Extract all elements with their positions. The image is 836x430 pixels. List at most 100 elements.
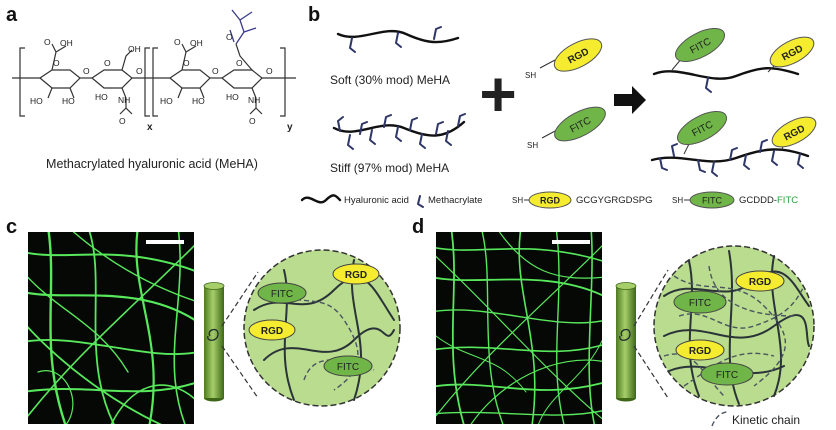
methacrylate-mark [347, 134, 354, 150]
fiber [28, 326, 162, 424]
atom-o-link-3: O [212, 66, 219, 76]
fiber [72, 232, 194, 302]
legend-ha-label: Hyaluronic acid [344, 195, 409, 206]
fitc-ellipse [323, 355, 373, 377]
fiber [470, 359, 602, 424]
rgd-label: RGD [749, 277, 771, 288]
cylinder-top [203, 282, 225, 290]
legend-sh-label-1: SH [512, 196, 523, 205]
fitc-label: FITC [271, 289, 293, 300]
fitc-ellipse [554, 106, 606, 142]
atom-o-link-2: O [136, 66, 143, 76]
atom-o-ring-4: O [236, 58, 243, 68]
stiff-methacrylates [337, 113, 466, 150]
ring-3-substituents [177, 87, 205, 99]
atom-ho-1: HO [30, 96, 43, 106]
fiber [436, 382, 602, 391]
panel-c: c [6, 216, 401, 424]
atom-oh-1: OH [60, 38, 73, 48]
fiber-micrograph-c [28, 232, 194, 424]
methacrylate-mark [743, 154, 750, 170]
methacrylate-mark [705, 77, 712, 93]
carboxyl-2 [181, 43, 197, 71]
panel-d: d [412, 216, 815, 427]
methacrylate-mark [369, 129, 376, 145]
ring-glucosamine-1 [90, 69, 133, 89]
methacrylate-group [229, 9, 257, 45]
zoom-network-c: FITC RGD RGD FITC [243, 249, 401, 407]
methacrylate-mark [419, 133, 426, 149]
cylinder-body [616, 286, 636, 398]
methacrylate-mark [445, 130, 452, 146]
kinetic-chain-legend: Kinetic chain [711, 411, 800, 427]
fiber [436, 247, 602, 262]
rgd-ellipse [332, 263, 380, 285]
cylinder-chain-mark [207, 328, 219, 341]
fiber-cylinder-d [615, 269, 669, 402]
fiber-micrograph-d [436, 232, 602, 424]
sh-label: SH [525, 71, 536, 80]
fitc-ellipse [673, 290, 727, 314]
methacrylate-mark [433, 26, 442, 40]
panel-label-b: b [308, 4, 320, 26]
fiber [173, 232, 186, 424]
atom-o-2: O [174, 37, 181, 47]
panel-a: a [6, 4, 296, 171]
sh-rgd-peptide: RGD SH [525, 38, 603, 80]
rgd-ellipse [248, 319, 296, 341]
legend-fitc-sequence: GCDDD-FITC [739, 195, 798, 206]
sh-linker [541, 129, 558, 139]
scale-bar [552, 240, 590, 244]
fitc-ellipse [700, 362, 754, 386]
kinetic-chain [683, 352, 775, 387]
atom-nh-1: NH [118, 95, 130, 105]
fiber [498, 232, 602, 279]
atom-ho-2: HO [62, 96, 75, 106]
micrograph-fibers [28, 232, 194, 424]
fiber [538, 339, 602, 424]
fiber [436, 245, 602, 417]
ch2-linker [235, 43, 253, 71]
zoom-line-top [633, 269, 669, 327]
ring-glucosamine-2 [220, 69, 263, 89]
soft-meha-label: Soft (30% mod) MeHA [330, 73, 450, 87]
methacrylate-mark [457, 113, 466, 127]
atom-oh-2: OH [128, 44, 141, 54]
legend-ha-glyph [300, 194, 342, 204]
zoom-line-top [221, 271, 259, 327]
fitc-ellipse [677, 110, 727, 146]
stiff-meha-label: Stiff (97% mod) MeHA [330, 161, 449, 175]
scale-bar [146, 240, 184, 244]
cylinder-top [615, 282, 637, 290]
legend-methacrylate-label: Methacrylate [428, 195, 482, 206]
sh-label: SH [527, 141, 538, 150]
product-soft: FITC RGD [652, 27, 815, 93]
zoom-network-d: RGD FITC RGD FITC [653, 245, 815, 407]
sh-linker [539, 59, 556, 69]
panel-b: b Soft (30% mod) MeHA Stiff (97% mod) Me… [300, 4, 817, 209]
methacrylate-mark [383, 114, 392, 128]
methacrylate-mark [409, 117, 418, 131]
meha-structure: OH O O HO HO O O OH HO NH O O OH O O HO … [12, 9, 296, 133]
atom-ho-6: HO [226, 92, 239, 102]
methacrylate-mark [671, 143, 678, 157]
fitc-ellipse [257, 282, 307, 304]
legend-fitc-tag: FITC [702, 196, 722, 206]
methacrylate-mark [729, 147, 738, 161]
fiber [481, 232, 504, 424]
atom-o-ring-3: O [183, 58, 190, 68]
product-stiff-chain [650, 148, 810, 163]
acetamide-2 [249, 87, 263, 115]
ha-chain [263, 327, 395, 361]
cylinder-body [204, 286, 224, 398]
fitc-label: FITC [716, 370, 738, 381]
atom-o-amide-2: O [249, 116, 256, 126]
panel-label-a: a [6, 4, 18, 26]
atom-o-link-4: O [266, 66, 273, 76]
methacrylate-mark [697, 159, 706, 173]
atom-o-link-1: O [83, 66, 90, 76]
kinetic-chain [678, 285, 805, 329]
fiber [518, 232, 536, 424]
rgd-label: RGD [689, 346, 711, 357]
subscript-y: y [287, 122, 293, 133]
